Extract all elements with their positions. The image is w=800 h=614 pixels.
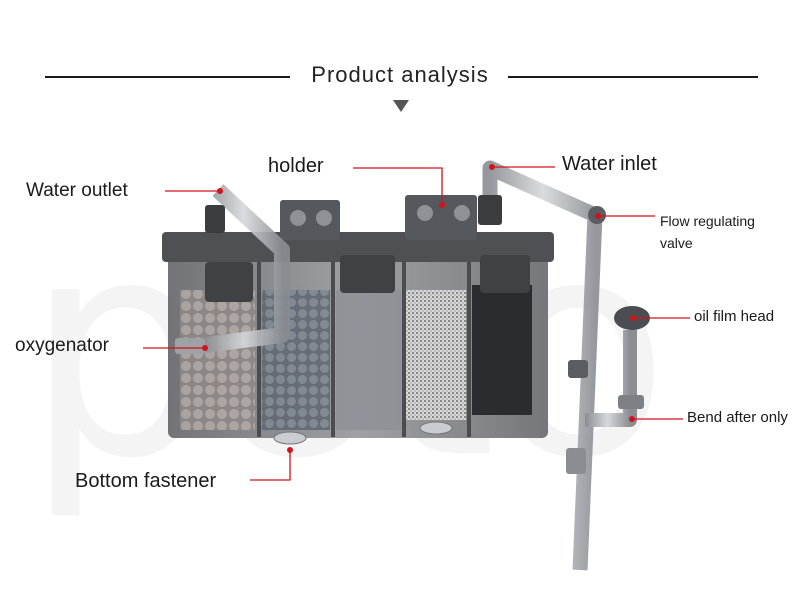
label-holder: holder — [268, 155, 324, 177]
label-oil-film-head: oil film head — [694, 308, 775, 325]
triangle-down-icon — [393, 100, 409, 112]
label-bottom-fastener: Bottom fastener — [75, 470, 217, 492]
label-oxygenator: oxygenator — [15, 335, 110, 356]
label-water-inlet: Water inlet — [562, 153, 657, 175]
label-water-outlet: Water outlet — [26, 180, 128, 201]
title-rule-left — [45, 76, 290, 78]
label-flow-valve-line2: valve — [660, 235, 693, 252]
page-title: Product analysis — [311, 62, 489, 87]
label-flow-valve-line1: Flow regulating — [660, 213, 755, 229]
label-bend-after-only: Bend after only — [687, 409, 788, 426]
label-flow-regulating-valve: Flow regulating valve — [660, 210, 755, 255]
title-rule-right — [508, 76, 758, 78]
